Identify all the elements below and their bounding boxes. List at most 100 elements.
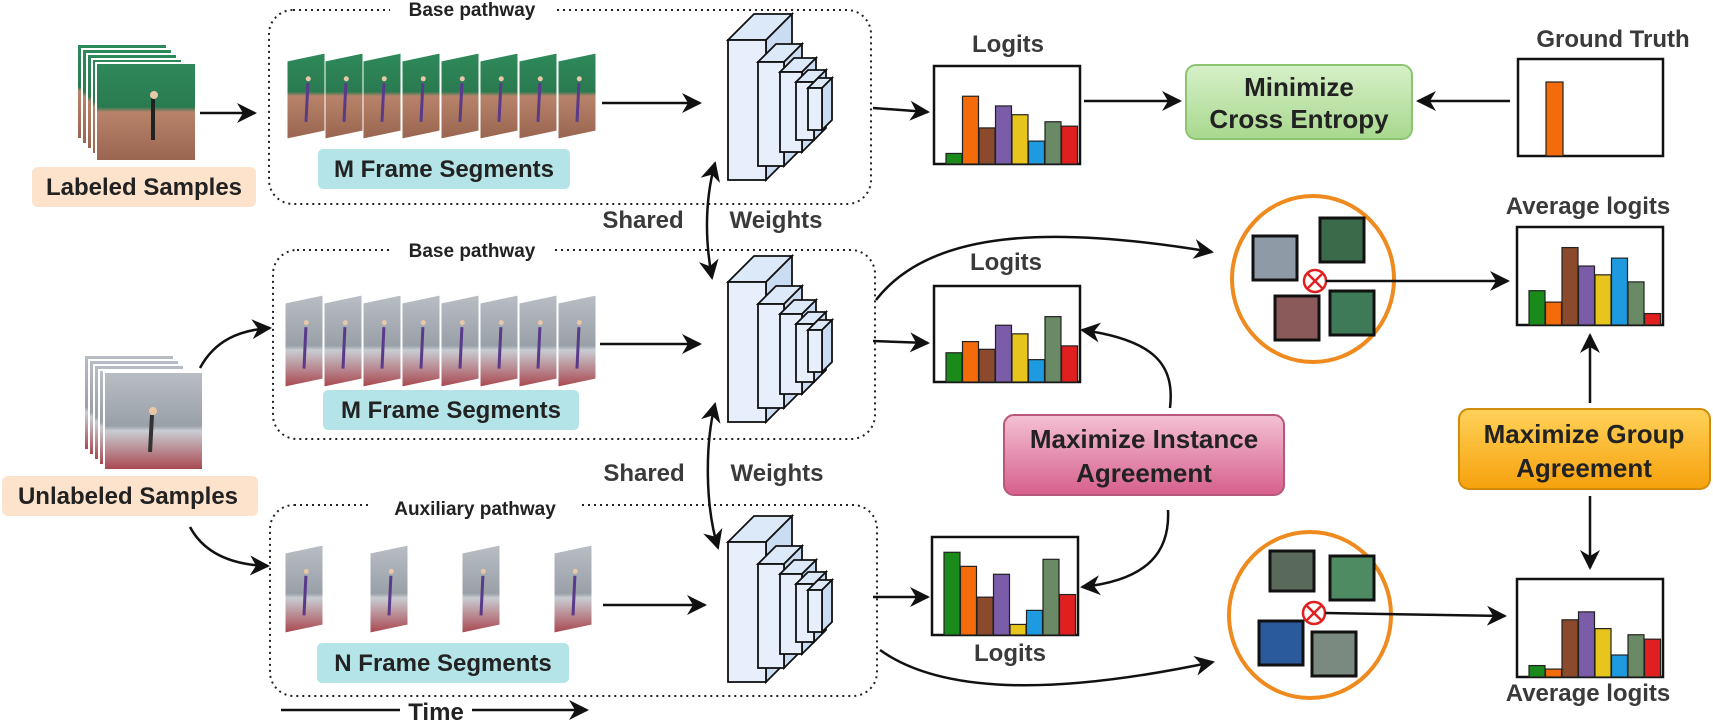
logits-chart-2 <box>932 284 1082 384</box>
logits-chart-3-bar-3 <box>976 596 994 636</box>
frame-unlabeled-1 <box>284 294 324 388</box>
logits-chart-3-bar-8 <box>1058 593 1077 636</box>
frame-labeled-7 <box>518 52 558 140</box>
logits-title-3: Logits <box>974 640 1046 667</box>
average-logits-chart-top-bar-5 <box>1594 274 1612 326</box>
average-logits-chart-top-bar-6 <box>1610 257 1629 326</box>
logits-chart-1-bar-7 <box>1044 121 1062 165</box>
minimize-line2: Cross Entropy <box>1209 104 1389 134</box>
logits-chart-2-bar-8 <box>1060 345 1079 383</box>
average-logits-chart-bottom <box>1515 577 1665 679</box>
maximize-instance-agreement-box <box>1003 414 1285 496</box>
frame-strip-3 <box>284 544 593 634</box>
labeled-samples-stack <box>76 43 197 162</box>
arrow-unlabeled-to-base <box>198 319 272 369</box>
logits-chart-2-bar-1 <box>945 352 963 383</box>
average-logits-chart-bottom-bar-8 <box>1643 638 1662 678</box>
m-frame-segments-tag-1 <box>318 149 570 189</box>
average-logits-chart-top-bar-8 <box>1643 312 1662 326</box>
average-logits-chart-top-bar-1 <box>1528 290 1546 326</box>
logits-chart-3-bar-6 <box>1025 609 1044 636</box>
average-logits-chart-top <box>1515 225 1665 327</box>
average-logits-chart-bottom-bar-3 <box>1561 619 1579 678</box>
network-auxiliary <box>725 513 835 685</box>
average-logits-chart-bottom-bar-6 <box>1610 654 1629 678</box>
group-circle-bottom <box>1227 530 1393 700</box>
maximize-group-agreement-box <box>1458 408 1711 490</box>
unlabeled-samples-label: Unlabeled Samples <box>18 483 238 510</box>
logits-chart-1-bar-2 <box>961 95 980 165</box>
frame-aux-3 <box>461 544 501 634</box>
arrow-net-to-logits-2 <box>872 332 930 353</box>
frame-labeled-2 <box>324 52 364 140</box>
logits-chart-2-bar-4 <box>994 324 1013 383</box>
weights-label-2: Weights <box>731 460 824 487</box>
base-pathway-box-1 <box>268 9 872 205</box>
arrow-base-to-group-circle <box>875 235 1214 301</box>
arrow-instance-to-logits-3 <box>1080 509 1170 596</box>
frame-unlabeled-2 <box>323 294 363 388</box>
ground-truth-chart <box>1516 57 1665 158</box>
frame-aux-2 <box>369 544 409 634</box>
frame-unlabeled-7 <box>518 294 558 388</box>
frame-labeled-8 <box>557 52 597 140</box>
n-frame-segments-label: N Frame Segments <box>334 650 551 677</box>
unlabeled-samples-tag <box>2 476 258 516</box>
average-logits-chart-top-bar-4 <box>1577 265 1596 326</box>
minimize-cross-entropy-box <box>1185 64 1413 140</box>
logits-chart-3-bar-1 <box>943 551 961 636</box>
n-frame-segments-tag <box>317 643 569 683</box>
logits-chart-2-bar-5 <box>1011 333 1029 383</box>
arrow-net-to-logits-1 <box>872 100 930 121</box>
average-logits-chart-bottom-bar-2 <box>1544 668 1563 678</box>
shared-weights-arrow-2 <box>701 402 723 550</box>
logits-chart-1-bar-3 <box>978 127 996 165</box>
frame-aux-1 <box>284 544 324 634</box>
logits-chart-3 <box>930 535 1080 637</box>
shared-label-2: Shared <box>603 460 684 487</box>
logits-title-2: Logits <box>970 249 1042 276</box>
average-logits-title-top: Average logits <box>1506 193 1671 220</box>
time-label: Time <box>408 699 464 722</box>
average-logits-chart-bottom-bar-4 <box>1577 611 1596 678</box>
logits-chart-3-bar-2 <box>959 565 978 636</box>
labeled-samples-tag <box>32 167 256 207</box>
weights-label-1: Weights <box>730 207 823 234</box>
average-logits-chart-top-bar-2 <box>1544 301 1563 326</box>
ground-truth-bar <box>1545 81 1564 157</box>
arrow-aux-to-group-circle <box>879 648 1215 687</box>
average-logits-chart-bottom-bar-5 <box>1594 627 1612 678</box>
group-line2: Agreement <box>1516 453 1652 483</box>
frame-labeled-3 <box>362 52 402 140</box>
base-pathway-box-2 <box>272 249 876 440</box>
auxiliary-pathway-box <box>269 504 878 697</box>
average-logits-chart-top-bar-7 <box>1627 281 1645 326</box>
frame-unlabeled-4 <box>401 294 441 388</box>
m-frame-segments-tag-2 <box>323 390 579 430</box>
frame-unlabeled-5 <box>440 294 480 388</box>
frame-labeled-1 <box>286 52 326 140</box>
logits-title-1: Logits <box>972 31 1044 58</box>
logits-chart-1-bar-4 <box>994 105 1013 165</box>
average-logits-chart-bottom-bar-1 <box>1528 664 1546 678</box>
minimize-line1: Minimize <box>1244 72 1354 102</box>
m-frame-segments-label-1: M Frame Segments <box>334 156 554 183</box>
frame-labeled-5 <box>440 52 480 140</box>
average-logits-chart-top-bar-3 <box>1561 246 1579 326</box>
arrow-unlabeled-to-aux <box>188 526 270 576</box>
logits-chart-2-bar-3 <box>978 348 996 383</box>
average-logits-title-bottom: Average logits <box>1506 680 1671 707</box>
base-pathway-title-2: Base pathway <box>409 241 536 262</box>
frame-unlabeled-8 <box>557 294 597 388</box>
frame-strip-2 <box>284 294 597 388</box>
logits-chart-1-bar-8 <box>1060 125 1079 165</box>
labeled-samples-label: Labeled Samples <box>46 174 242 201</box>
instance-line2: Agreement <box>1076 458 1212 488</box>
shared-weights-arrow-1 <box>698 161 720 280</box>
average-logits-chart-bottom-bar-7 <box>1627 634 1645 678</box>
logits-chart-2-bar-2 <box>961 340 980 383</box>
unlabeled-samples-stack <box>83 354 204 471</box>
logits-chart-3-bar-7 <box>1042 558 1060 636</box>
arrow-instance-to-logits-2 <box>1080 322 1172 409</box>
